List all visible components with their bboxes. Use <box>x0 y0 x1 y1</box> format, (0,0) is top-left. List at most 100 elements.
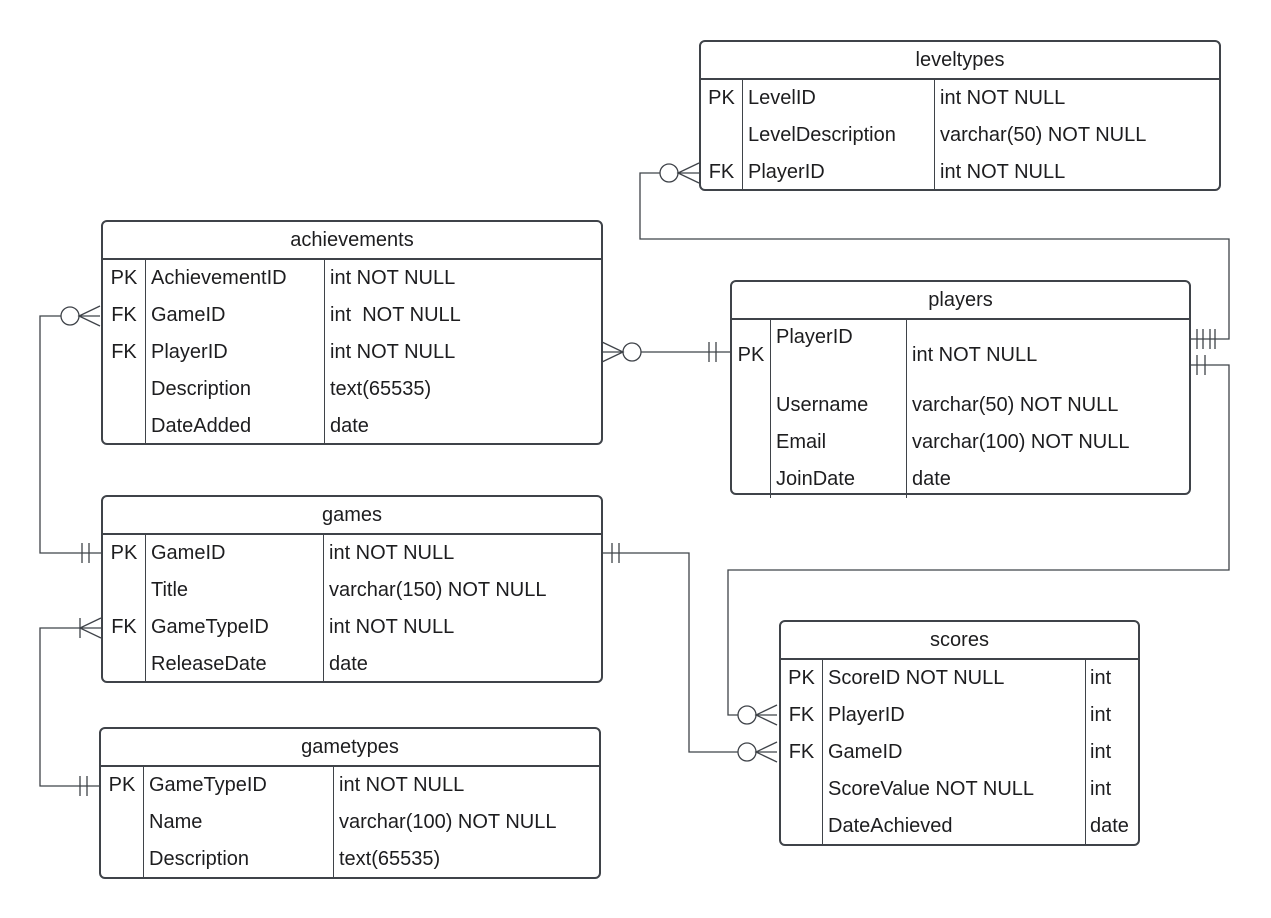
column-type: int <box>1090 778 1112 800</box>
key-marker: PK <box>788 667 815 689</box>
column-name: Description <box>151 378 252 400</box>
column-name: Title <box>151 579 189 601</box>
column-row[interactable]: PK ScoreID NOT NULL int <box>781 660 1138 697</box>
column-type: text(65535) <box>339 848 441 870</box>
key-marker: FK <box>111 616 137 638</box>
rel-line-players-scores <box>727 364 1230 716</box>
column-type: varchar(50) NOT NULL <box>940 124 1147 146</box>
rel-line-gametypes-games <box>39 627 101 787</box>
column-name: PlayerID <box>776 326 853 348</box>
column-row[interactable]: PK GameTypeID int NOT NULL <box>101 767 599 804</box>
column-row[interactable]: FK PlayerID int <box>781 697 1138 734</box>
column-name: GameID <box>151 542 226 564</box>
column-row[interactable]: Description text(65535) <box>101 841 599 878</box>
column-row[interactable]: Username varchar(50) NOT NULL <box>732 387 1189 424</box>
column-type: int NOT NULL <box>330 267 456 289</box>
zero-many-marker-leveltypes-circle <box>659 163 679 183</box>
column-row[interactable]: ReleaseDate date <box>103 646 601 683</box>
column-type: date <box>1090 815 1129 837</box>
column-row[interactable]: PK PlayerID int NOT NULL <box>732 320 1189 387</box>
column-name: LevelDescription <box>748 124 896 146</box>
column-row[interactable]: FK GameID int NOT NULL <box>103 297 601 334</box>
zero-many-marker-scores-gameid-circle <box>737 742 757 762</box>
zero-many-marker-achievements-playerid-circle <box>622 342 642 362</box>
column-row[interactable]: Email varchar(100) NOT NULL <box>732 424 1189 461</box>
column-name: GameID <box>151 304 226 326</box>
entity-columns: PK ScoreID NOT NULL int FK PlayerID int … <box>781 660 1138 845</box>
column-type: text(65535) <box>330 378 432 400</box>
column-type: date <box>330 415 369 437</box>
column-type: date <box>329 653 368 675</box>
entity-leveltypes[interactable]: leveltypes PK LevelID int NOT NULL Level… <box>699 40 1221 191</box>
column-name: JoinDate <box>776 468 855 490</box>
column-row[interactable]: Description text(65535) <box>103 371 601 408</box>
entity-columns: PK LevelID int NOT NULL LevelDescription… <box>701 80 1219 191</box>
column-row[interactable]: Name varchar(100) NOT NULL <box>101 804 599 841</box>
column-name: ScoreValue NOT NULL <box>828 778 1035 800</box>
rel-line-players-leveltypes <box>639 172 1230 340</box>
key-marker: PK <box>110 267 138 289</box>
column-name: GameTypeID <box>149 774 267 796</box>
entity-columns: PK AchievementID int NOT NULL FK GameID … <box>103 260 601 445</box>
column-type: varchar(50) NOT NULL <box>912 394 1119 416</box>
entity-achievements[interactable]: achievements PK AchievementID int NOT NU… <box>101 220 603 445</box>
entity-games[interactable]: games PK GameID int NOT NULL Title varch… <box>101 495 603 683</box>
column-row[interactable]: JoinDate date <box>732 461 1189 498</box>
column-type: int NOT NULL <box>330 341 456 363</box>
entity-gametypes[interactable]: gametypes PK GameTypeID int NOT NULL Nam… <box>99 727 601 879</box>
entity-title: scores <box>781 622 1138 660</box>
one-many-marker-crowfoot <box>78 617 102 639</box>
zero-many-marker-achievements-gameid-circle <box>60 306 80 326</box>
column-row[interactable]: LevelDescription varchar(50) NOT NULL <box>701 117 1219 154</box>
key-marker: PK <box>108 774 136 796</box>
key-marker: PK <box>737 344 765 366</box>
column-name: AchievementID <box>151 267 287 289</box>
column-row[interactable]: FK PlayerID int NOT NULL <box>103 334 601 371</box>
column-type: int NOT NULL <box>940 161 1066 183</box>
column-row[interactable]: PK LevelID int NOT NULL <box>701 80 1219 117</box>
column-name: DateAchieved <box>828 815 953 837</box>
column-name: Username <box>776 394 869 416</box>
column-type: int NOT NULL <box>339 774 465 796</box>
column-row[interactable]: FK GameID int <box>781 734 1138 771</box>
rel-line-games-achievements <box>39 315 101 554</box>
column-row[interactable]: ScoreValue NOT NULL int <box>781 771 1138 808</box>
entity-title: achievements <box>103 222 601 260</box>
entity-title: games <box>103 497 601 535</box>
entity-columns: PK PlayerID int NOT NULL Username varcha… <box>732 320 1189 498</box>
column-name: DateAdded <box>151 415 252 437</box>
column-name: GameTypeID <box>151 616 269 638</box>
column-name: Description <box>149 848 250 870</box>
entity-title: gametypes <box>101 729 599 767</box>
column-name: Name <box>149 811 203 833</box>
key-marker: FK <box>708 161 735 183</box>
column-row[interactable]: FK GameTypeID int NOT NULL <box>103 609 601 646</box>
column-type: int NOT NULL <box>329 616 455 638</box>
column-type: int NOT NULL <box>329 542 455 564</box>
column-row[interactable]: DateAchieved date <box>781 808 1138 845</box>
column-type: int <box>1090 667 1112 689</box>
column-row[interactable]: Title varchar(150) NOT NULL <box>103 572 601 609</box>
column-row[interactable]: PK AchievementID int NOT NULL <box>103 260 601 297</box>
column-name: PlayerID <box>828 704 905 726</box>
column-row[interactable]: PK GameID int NOT NULL <box>103 535 601 572</box>
entity-players[interactable]: players PK PlayerID int NOT NULL Usernam… <box>730 280 1191 498</box>
entity-columns: PK GameTypeID int NOT NULL Name varchar(… <box>101 767 599 878</box>
key-marker: FK <box>111 304 137 326</box>
entity-title: leveltypes <box>701 42 1219 80</box>
column-type: int NOT NULL <box>940 87 1066 109</box>
column-name: Email <box>776 431 827 453</box>
column-type: varchar(150) NOT NULL <box>329 579 547 601</box>
column-type: int <box>1090 704 1112 726</box>
column-type: varchar(100) NOT NULL <box>912 431 1130 453</box>
key-marker: PK <box>708 87 735 109</box>
column-name: ReleaseDate <box>151 653 267 675</box>
entity-scores[interactable]: scores PK ScoreID NOT NULL int FK Player… <box>779 620 1140 846</box>
key-marker: FK <box>788 704 815 726</box>
key-marker: FK <box>111 341 137 363</box>
column-row[interactable]: DateAdded date <box>103 408 601 445</box>
column-type: varchar(100) NOT NULL <box>339 811 557 833</box>
column-row[interactable]: FK PlayerID int NOT NULL <box>701 154 1219 191</box>
entity-title: players <box>732 282 1189 320</box>
